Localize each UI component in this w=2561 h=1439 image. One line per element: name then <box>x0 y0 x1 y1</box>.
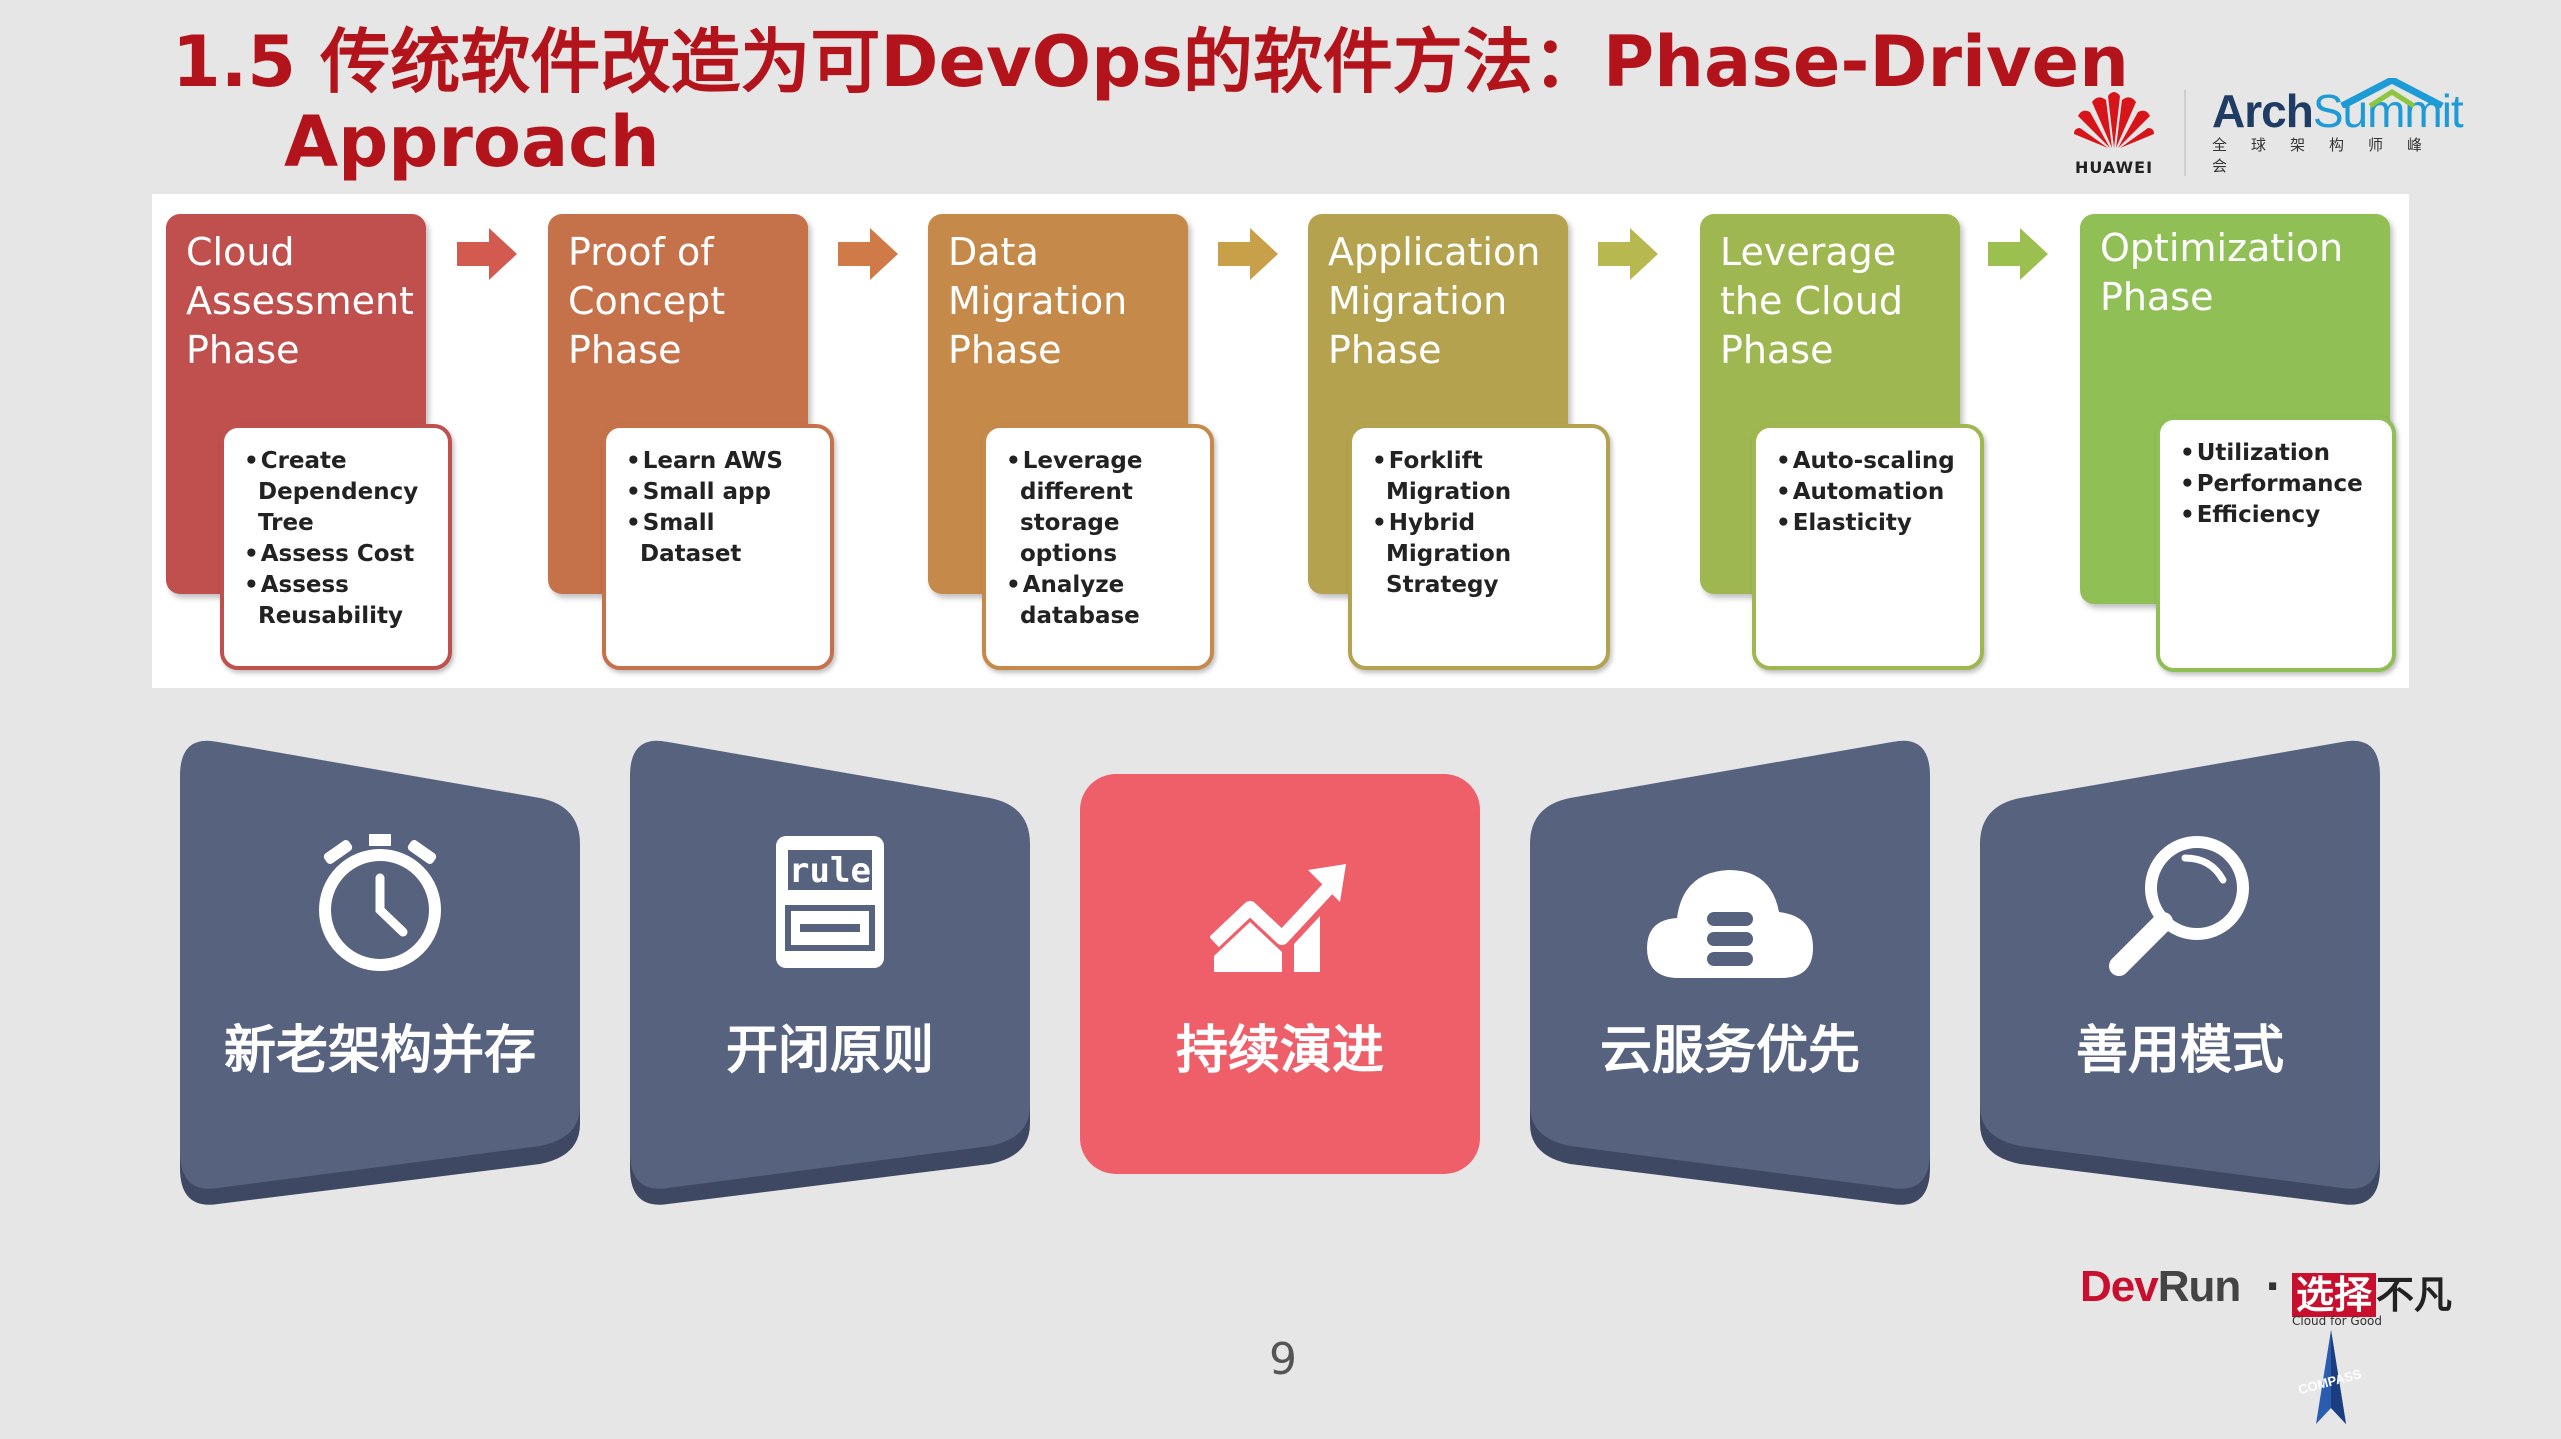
card-label: 云服务优先 <box>1599 1021 1860 1081</box>
card-continuous-evolution: 持续演进 <box>1080 740 1480 1210</box>
cloud-database-icon <box>1530 862 1930 986</box>
card-open-closed-principle: rule 开闭原则 <box>630 740 1030 1210</box>
stopwatch-icon <box>180 828 580 982</box>
list-item: Assess Cost <box>242 539 438 570</box>
phase-details-data-migration: Leverage different storage options Analy… <box>982 424 1214 670</box>
card-label: 持续演进 <box>1175 1021 1384 1081</box>
phase-diagram: Cloud Assessment Phase Create Dependency… <box>152 194 2409 688</box>
list-item: Leverage different storage options <box>1004 446 1200 570</box>
arrow-right-icon <box>838 228 898 280</box>
phase-title: Optimization Phase <box>2100 226 2344 319</box>
phase-title: Data Migration Phase <box>948 230 1128 372</box>
list-item: Elasticity <box>1774 508 1970 539</box>
phase-title: Proof of Concept Phase <box>568 230 726 372</box>
list-item: Efficiency <box>2178 500 2382 531</box>
huawei-logo: HUAWEI <box>2068 88 2160 177</box>
magnifier-icon <box>1980 830 2380 984</box>
list-item: Utilization <box>2178 438 2382 469</box>
phase-details-leverage-the-cloud: Auto-scaling Automation Elasticity <box>1752 424 1984 670</box>
phase-title: Cloud Assessment Phase <box>186 230 414 372</box>
card-cloud-services-first: 云服务优先 <box>1530 740 1930 1210</box>
devrun-logo: DevRun · 选择不凡 Cloud for Good COMPASS <box>2080 1262 2460 1432</box>
growth-chart-icon <box>1080 858 1480 982</box>
rule-icon: rule <box>630 832 1030 976</box>
phase-details-application-migration: Forklift Migration Hybrid Migration Stra… <box>1348 424 1610 670</box>
arch-word: Arch <box>2212 85 2314 137</box>
card-label: 开闭原则 <box>725 1021 934 1081</box>
list-item: Small app <box>624 477 820 508</box>
arrow-right-icon <box>1988 228 2048 280</box>
card-label: 新老架构并存 <box>223 1021 536 1081</box>
phase-details-optimization: Utilization Performance Efficiency <box>2156 416 2396 672</box>
arrow-right-icon <box>1598 228 1658 280</box>
card-background <box>1080 774 1480 1174</box>
devrun-run: Run <box>2157 1262 2242 1311</box>
page-number: 9 <box>1269 1334 1297 1385</box>
list-item: Auto-scaling <box>1774 446 1970 477</box>
archsummit-logo: ArchSummit 全球架构师峰会 <box>2212 78 2474 176</box>
arch-subtitle: 全球架构师峰会 <box>2212 136 2447 175</box>
list-item: Learn AWS <box>624 446 820 477</box>
phase-cloud-assessment: Cloud Assessment Phase <box>166 214 426 594</box>
rule-icon-text: rule <box>789 851 871 891</box>
huawei-wordmark: HUAWEI <box>2074 158 2154 177</box>
huawei-petals-icon <box>2074 92 2154 148</box>
devrun-dot: · <box>2265 1264 2281 1310</box>
card-background <box>1980 740 2380 1205</box>
list-item: Small Dataset <box>624 508 820 570</box>
logo-divider <box>2184 90 2186 176</box>
slide-title: 1.5 传统软件改造为可DevOps的软件方法：Phase-Driven App… <box>172 22 2172 182</box>
phase-title: Application Migration Phase <box>1328 230 1541 372</box>
list-item: Automation <box>1774 477 1970 508</box>
phase-details-proof-of-concept: Learn AWS Small app Small Dataset <box>602 424 834 670</box>
phase-details-cloud-assessment: Create Dependency Tree Assess Cost Asses… <box>220 424 452 670</box>
arrow-right-icon <box>1218 228 1278 280</box>
slide-title-line1: 1.5 传统软件改造为可DevOps的软件方法：Phase-Driven <box>172 21 2129 103</box>
list-item: Create Dependency Tree <box>242 446 438 539</box>
slide-title-line2: Approach <box>284 101 660 183</box>
mountain-icon <box>2340 78 2444 108</box>
devrun-dev: Dev <box>2080 1262 2159 1311</box>
card-use-patterns: 善用模式 <box>1980 740 2380 1210</box>
card-coexisting-architectures: 新老架构并存 <box>180 740 580 1210</box>
list-item: Forklift Migration <box>1370 446 1596 508</box>
devrun-slogan: 不凡 <box>2376 1273 2453 1317</box>
phase-title: Leverage the Cloud Phase <box>1720 230 1903 372</box>
list-item: Analyze database <box>1004 570 1200 632</box>
devrun-slogan-highlight: 选择 <box>2292 1273 2377 1317</box>
list-item: Hybrid Migration Strategy <box>1370 508 1596 601</box>
card-label: 善用模式 <box>2075 1021 2284 1081</box>
list-item: Performance <box>2178 469 2382 500</box>
list-item: Assess Reusability <box>242 570 438 632</box>
compass-star-icon: COMPASS <box>2297 1330 2363 1424</box>
arrow-right-icon <box>457 228 517 280</box>
devrun-tagline: Cloud for Good <box>2292 1314 2383 1328</box>
